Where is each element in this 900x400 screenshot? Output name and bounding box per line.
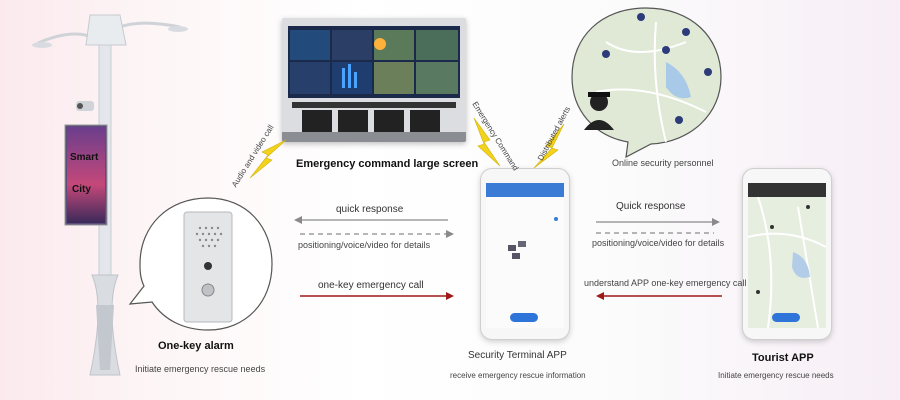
map-bubble-caption: Online security personnel bbox=[612, 158, 714, 168]
tourist-phone-screen bbox=[748, 183, 826, 328]
command-center-screen-image bbox=[282, 18, 466, 142]
security-phone-header bbox=[486, 183, 564, 197]
left-quick-response-label: quick response bbox=[336, 204, 404, 215]
left-one-key-call-label: one-key emergency call bbox=[318, 280, 424, 291]
tourist-phone-header bbox=[748, 183, 826, 197]
tourist-app-title: Tourist APP bbox=[752, 352, 814, 364]
tourist-phone bbox=[742, 168, 832, 340]
tourist-phone-sos-button[interactable] bbox=[772, 313, 800, 322]
lightning-bolt-left bbox=[249, 139, 287, 179]
online-security-map-bubble bbox=[571, 7, 722, 159]
left-positioning-label: positioning/voice/video for details bbox=[298, 240, 431, 250]
lamp-screen-text-smart: Smart bbox=[70, 152, 99, 163]
tourist-app-subtitle: Initiate emergency rescue needs bbox=[718, 371, 834, 380]
smart-street-lamp bbox=[32, 14, 188, 376]
security-terminal-phone bbox=[480, 168, 570, 340]
security-phone-action-button[interactable] bbox=[510, 313, 538, 322]
lightning-bolt-right bbox=[533, 123, 565, 169]
one-key-alarm-title: One-key alarm bbox=[158, 340, 234, 352]
one-key-alarm-subtitle: Initiate emergency rescue needs bbox=[135, 364, 266, 374]
one-key-alarm-bubble bbox=[128, 197, 273, 331]
right-understand-call-label: understand APP one-key emergency call bbox=[584, 278, 747, 288]
lightning-bolt-center bbox=[473, 117, 501, 167]
right-positioning-label: positioning/voice/video for details bbox=[592, 238, 725, 248]
security-app-subtitle: receive emergency rescue information bbox=[450, 371, 586, 380]
security-app-title: Security Terminal APP bbox=[468, 350, 567, 361]
right-quick-response-label: Quick response bbox=[616, 201, 686, 212]
security-phone-screen bbox=[486, 183, 564, 328]
big-screen-caption: Emergency command large screen bbox=[296, 158, 479, 170]
lamp-screen-text-city: City bbox=[72, 184, 91, 195]
